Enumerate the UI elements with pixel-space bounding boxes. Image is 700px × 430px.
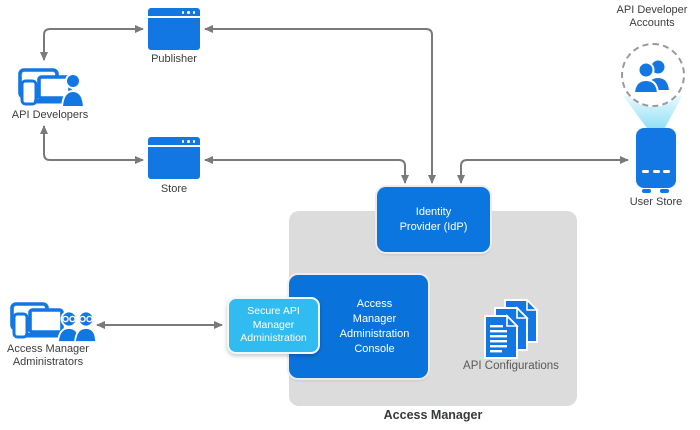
- browser-titlebar: [148, 8, 200, 16]
- person-icon: [60, 73, 85, 108]
- laptop-screen-icon: [28, 308, 64, 334]
- laptop-base-icon: [25, 333, 67, 338]
- connector-store-idp: [204, 156, 409, 184]
- api-developers-icon: [18, 68, 85, 108]
- connector-publisher-idp: [204, 25, 436, 184]
- server-foot-icon: [660, 189, 669, 193]
- identity-provider-line1: Identity: [415, 205, 452, 218]
- server-dash-icon: [642, 170, 649, 173]
- server-dash-icon: [652, 170, 660, 173]
- console-text: Access Manager Administration Console: [339, 297, 410, 355]
- connector-idp-userstore: [457, 156, 629, 184]
- browser-body: [148, 147, 200, 179]
- store-icon: [148, 137, 200, 179]
- identity-provider-box: Identity Provider (IdP): [377, 187, 490, 252]
- api-configurations-icon: [484, 299, 539, 359]
- browser-body: [148, 18, 200, 50]
- access-manager-admins-label: Access Manager Administrators: [7, 343, 89, 368]
- identity-provider-line2: Provider (IdP): [399, 220, 468, 233]
- publisher-label: Publisher: [151, 53, 197, 65]
- secure-api-box: Secure API Manager Administration: [227, 297, 320, 354]
- document-front-icon: [484, 314, 519, 359]
- api-configurations-label: API Configurations: [463, 360, 559, 372]
- publisher-icon: [148, 8, 200, 50]
- access-manager-group-label: Access Manager: [383, 408, 483, 422]
- user-store-icon: [636, 128, 676, 193]
- user-store-label: User Store: [629, 196, 683, 208]
- access-manager-admins-icon: [10, 302, 96, 342]
- browser-dots-icon: [181, 140, 195, 143]
- browser-dots-icon: [181, 11, 195, 14]
- admin-person-icon: [74, 310, 96, 342]
- store-label: Store: [160, 183, 188, 195]
- server-foot-icon: [642, 189, 651, 193]
- browser-titlebar: [148, 137, 200, 145]
- person-front-icon: [632, 61, 660, 93]
- api-developer-accounts-label: API Developer Accounts: [616, 4, 688, 29]
- server-dash-icon: [663, 170, 670, 173]
- connector-apidev-store: [40, 125, 144, 164]
- phone-icon: [12, 312, 29, 339]
- phone-icon: [20, 79, 38, 106]
- api-developers-label: API Developers: [11, 109, 89, 121]
- connector-apidev-publisher: [40, 25, 144, 61]
- accounts-people-icon: [632, 58, 672, 93]
- api-developer-accounts-circle: [621, 43, 685, 107]
